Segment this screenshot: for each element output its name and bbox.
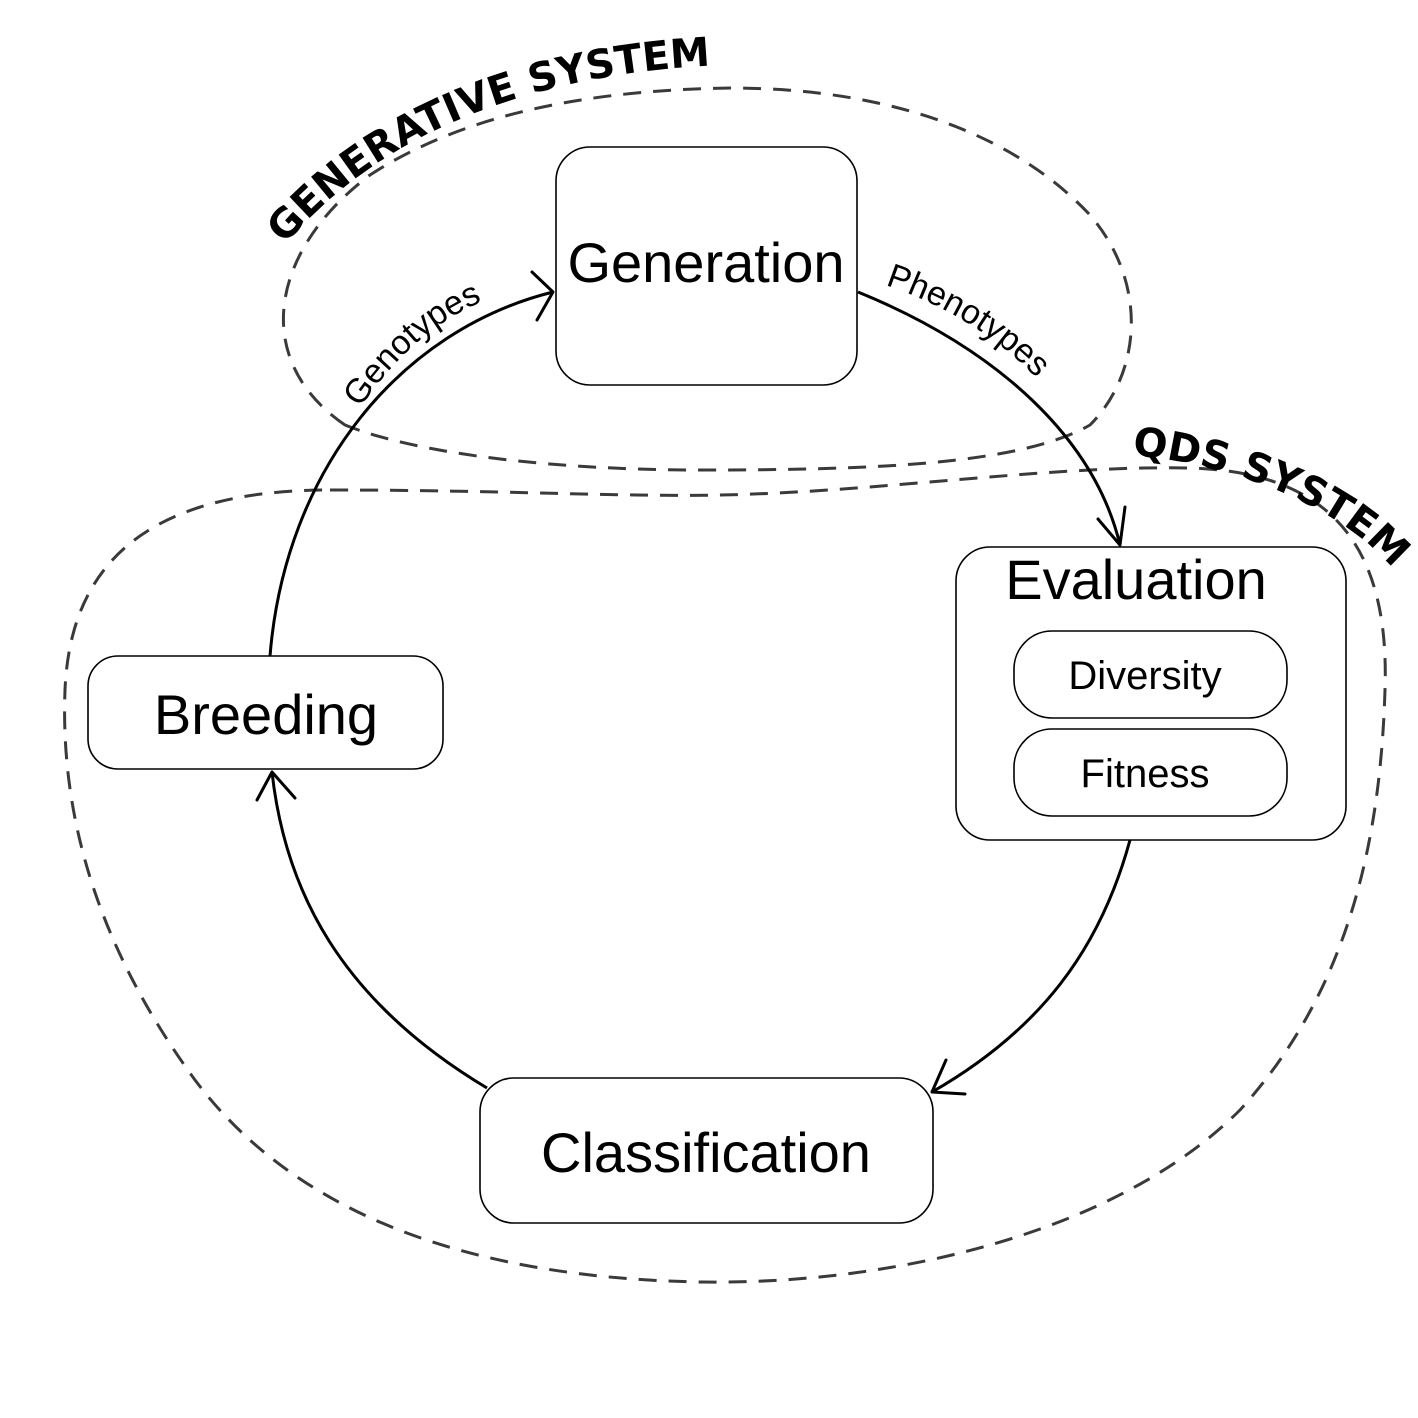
fitness-box xyxy=(1013,728,1288,817)
edge-generation-to-evaluation xyxy=(857,290,1122,546)
diversity-label: Diversity xyxy=(1068,654,1221,698)
node-generation: Generation xyxy=(555,146,858,386)
generation-label: Generation xyxy=(567,231,844,294)
generative-system-outline xyxy=(282,86,1133,472)
node-evaluation: Evaluation Diversity Fitness xyxy=(955,546,1347,841)
node-diversity: Diversity xyxy=(1013,630,1288,719)
arrowhead-breeding xyxy=(255,770,297,802)
breeding-label: Breeding xyxy=(154,683,378,746)
breeding-box xyxy=(87,655,444,770)
genotypes-edge-label: Genotypes xyxy=(336,274,486,412)
edge-breeding-to-generation xyxy=(268,290,554,657)
arrowhead-generation xyxy=(530,270,555,322)
node-classification: Classification xyxy=(479,1077,934,1224)
classification-box xyxy=(479,1077,934,1224)
node-fitness: Fitness xyxy=(1013,728,1288,817)
phenotypes-edge-label: Phenotypes xyxy=(882,257,1058,384)
node-breeding: Breeding xyxy=(87,655,444,770)
arrowhead-classification xyxy=(930,1058,967,1096)
qds-system-outline xyxy=(63,466,1387,1284)
diversity-box xyxy=(1013,630,1288,719)
evaluation-label: Evaluation xyxy=(1005,548,1267,611)
fitness-label: Fitness xyxy=(1081,752,1210,796)
edge-classification-to-breeding xyxy=(270,771,488,1090)
edge-evaluation-to-classification xyxy=(931,839,1132,1094)
arrowhead-evaluation xyxy=(1096,505,1127,547)
classification-label: Classification xyxy=(541,1121,871,1184)
generation-box xyxy=(555,146,858,386)
